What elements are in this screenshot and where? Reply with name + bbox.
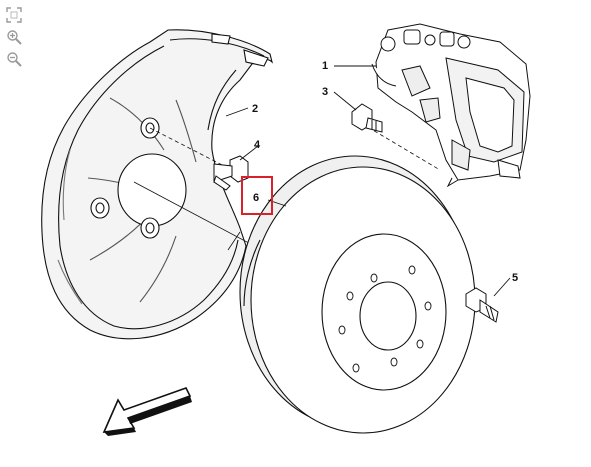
- fit-screen-icon[interactable]: [4, 6, 24, 24]
- callout-6[interactable]: 6: [253, 192, 259, 204]
- callout-1[interactable]: 1: [322, 60, 328, 72]
- callout-4[interactable]: 4: [254, 139, 261, 151]
- disc-screw-part-5[interactable]: [465, 287, 499, 323]
- zoom-out-icon[interactable]: [4, 50, 24, 68]
- brake-caliper-part-1[interactable]: [371, 23, 531, 188]
- zoom-in-icon[interactable]: [4, 28, 24, 46]
- callout-3[interactable]: 3: [322, 86, 328, 98]
- caliper-bolt-part-3[interactable]: [351, 103, 383, 133]
- viewer-toolbar: [4, 6, 26, 68]
- direction-arrow: [102, 387, 192, 436]
- callout-5[interactable]: 5: [512, 272, 518, 284]
- brake-disc-part-6[interactable]: [239, 155, 476, 434]
- callout-6-highlight: [241, 176, 273, 215]
- dust-shield-part-2[interactable]: [41, 29, 274, 340]
- callout-2[interactable]: 2: [252, 103, 258, 115]
